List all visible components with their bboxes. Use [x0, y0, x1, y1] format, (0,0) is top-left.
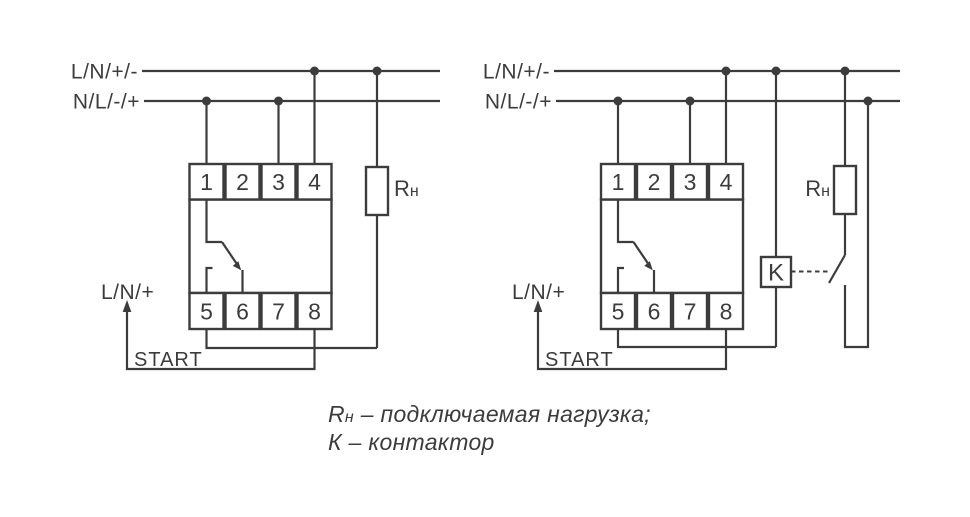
terminal-cell-3 [260, 162, 297, 201]
legend-line-load: Rн – подключаемая нагрузка; [328, 402, 651, 430]
terminal-2-label: 2 [648, 169, 661, 195]
start-arrowhead-icon [533, 300, 543, 312]
device-outline [188, 198, 333, 295]
power-line-top-label: L/N/+/- [71, 61, 138, 84]
terminal-4-label: 4 [308, 169, 321, 195]
wire-start-terminal8 [125, 306, 316, 371]
start-label: START [134, 349, 203, 371]
terminal-5-label: 5 [200, 299, 213, 325]
contactor-label: K [768, 260, 784, 287]
relay-contact-pin5-hook [616, 266, 624, 293]
legend-load-symbol: R [328, 401, 345, 427]
terminal-cell-2 [224, 162, 261, 201]
terminal-5-label: 5 [612, 299, 625, 325]
relay-contact-stem [205, 200, 222, 244]
power-line-top-label: L/N/+/- [483, 61, 550, 84]
diagram-contactor-load: L/N/+/- N/L/-/+ K Rн [483, 61, 900, 371]
power-line-bottom-label: N/L/-/+ [73, 91, 140, 114]
terminal-cell-4 [707, 162, 745, 201]
terminal-cell-3 [671, 162, 709, 201]
terminal-cell-7 [260, 291, 297, 331]
wire-start-terminal8 [536, 306, 728, 371]
relay-contact-blade [632, 241, 649, 265]
legend-contactor-text: К – контактор [328, 429, 495, 455]
relay-contact-arrowhead-icon [644, 261, 653, 271]
diagram-direct-load: L/N/+/- N/L/-/+ Rн L/N/+ START [71, 61, 440, 371]
relay-contact-pin5-hook [205, 266, 213, 293]
resistor-body [364, 165, 390, 217]
resistor-label: Rн [805, 176, 830, 201]
start-arrowhead-icon [122, 300, 132, 312]
legend-caption: Rн – подключаемая нагрузка; К – контакто… [328, 402, 651, 454]
terminal-cell-2 [635, 162, 673, 201]
relay-contact-stem [616, 200, 634, 244]
switch-blade [828, 254, 846, 284]
terminal-cell-8 [296, 291, 333, 331]
device-outline [599, 198, 745, 295]
wire-terminal5-to-load [205, 329, 377, 350]
terminal-6-label: 6 [236, 299, 249, 325]
terminal-cell-1 [599, 162, 637, 201]
terminal-cell-1 [188, 162, 225, 201]
terminal-4-label: 4 [720, 169, 733, 195]
start-source-label: L/N/+ [512, 281, 565, 304]
legend-load-text: – подключаемая нагрузка; [354, 401, 651, 427]
legend-line-contactor: К – контактор [328, 430, 651, 454]
terminal-3-label: 3 [684, 169, 697, 195]
terminal-8-label: 8 [720, 299, 733, 325]
terminal-8-label: 8 [308, 299, 321, 325]
terminal-3-label: 3 [272, 169, 285, 195]
terminal-cell-4 [296, 162, 333, 201]
terminal-cell-8 [707, 291, 745, 331]
terminal-1-label: 1 [200, 169, 213, 195]
resistor-label: Rн [394, 176, 419, 201]
terminal-7-label: 7 [684, 299, 697, 325]
terminal-6-label: 6 [648, 299, 661, 325]
terminal-cell-6 [635, 291, 673, 331]
switch-return-wire [843, 101, 870, 349]
power-line-bottom-label: N/L/-/+ [485, 91, 552, 114]
terminal-1-label: 1 [612, 169, 625, 195]
legend-load-symbol-sub: н [344, 409, 355, 426]
terminal-2-label: 2 [236, 169, 249, 195]
relay-contact-blade [221, 241, 238, 265]
terminal-cell-7 [671, 291, 709, 331]
wire-terminal5-to-contactor [616, 329, 776, 349]
start-label: START [545, 349, 614, 371]
relay-contact-arrowhead-icon [232, 261, 242, 271]
terminal-7-label: 7 [272, 299, 285, 325]
start-source-label: L/N/+ [101, 281, 154, 304]
resistor-body [832, 164, 858, 216]
